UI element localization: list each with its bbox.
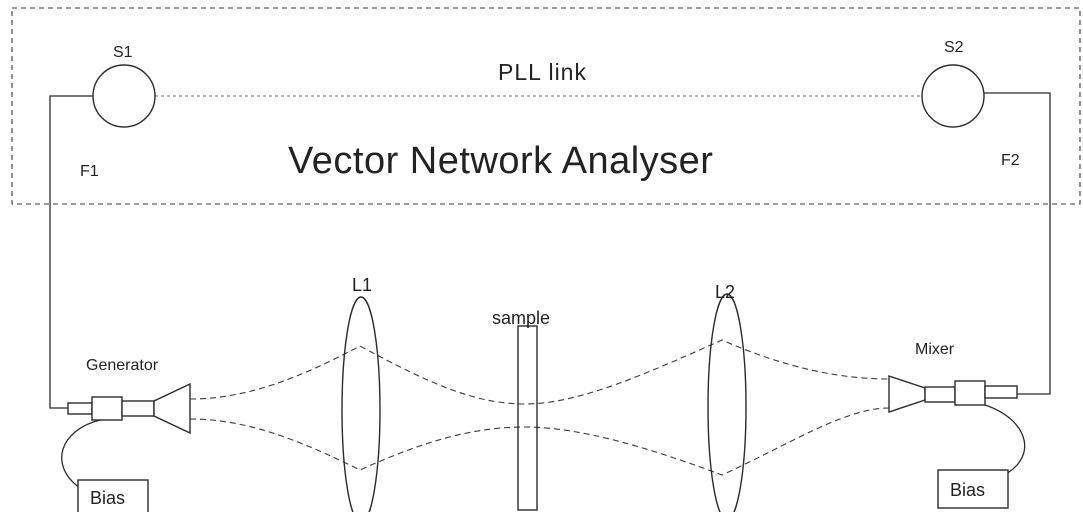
port-f2-label: F2: [1001, 152, 1020, 169]
source-s1-label: S1: [113, 44, 133, 61]
beam-outline-upper: [189, 339, 890, 405]
analyser-title: Vector Network Analyser: [288, 140, 713, 182]
cable-f1: [49, 95, 93, 409]
generator-body: [91, 396, 123, 421]
port-f1-label: F1: [80, 163, 99, 180]
bias-left-label: Bias: [90, 488, 125, 508]
source-s1-circle: [92, 64, 156, 128]
bias-right-wire: [984, 404, 1026, 479]
mixer-connector: [984, 385, 1018, 399]
mixer-label: Mixer: [915, 341, 955, 358]
generator-label: Generator: [86, 357, 159, 374]
mixer-body: [954, 380, 986, 406]
generator-horn: [153, 382, 191, 435]
mixer-assembly: [888, 375, 1018, 413]
bias-left-box: [77, 479, 149, 512]
pll-link-label: PLL link: [498, 59, 587, 85]
bias-left-wire: [61, 419, 101, 489]
cable-f2: [984, 92, 1051, 395]
generator-connector: [67, 402, 93, 415]
generator-assembly: [67, 382, 191, 435]
generator-waveguide: [121, 400, 155, 417]
source-s2-circle: [921, 64, 985, 128]
bias-right-label: Bias: [950, 480, 985, 500]
mixer-waveguide: [924, 386, 956, 403]
mixer-horn: [888, 375, 926, 413]
bias-right-box: [937, 469, 1009, 509]
analyser-boundary: [11, 7, 1081, 205]
lens-l1-label: L1: [352, 275, 372, 295]
lens-l1: [341, 296, 381, 512]
sample-slab: [517, 325, 538, 511]
lens-l2: [707, 293, 747, 512]
sample-label: sample: [492, 308, 550, 328]
beam-outline-lower: [189, 407, 890, 476]
lens-l2-label: L2: [715, 282, 735, 302]
source-s2-label: S2: [944, 39, 964, 56]
